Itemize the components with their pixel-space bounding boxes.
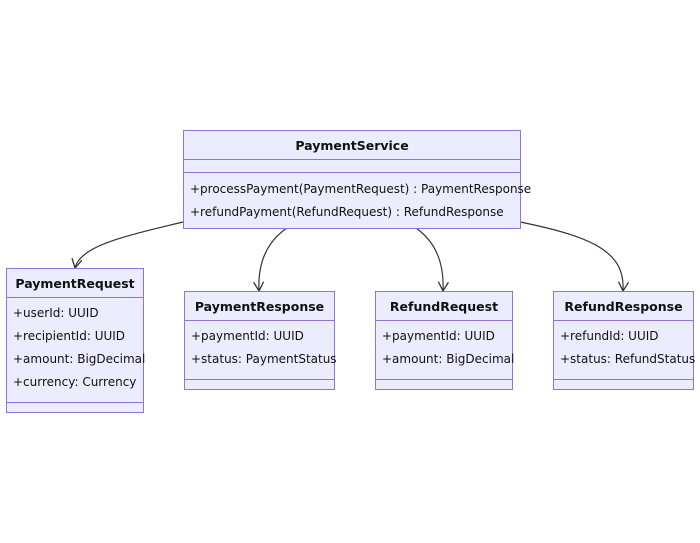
attribute: +status: PaymentStatus: [191, 352, 337, 366]
edge-to-refund-request: [415, 227, 449, 293]
methods-section: [185, 380, 334, 388]
class-name: RefundRequest: [376, 292, 512, 321]
class-refund-request: RefundRequest +paymentId: UUID +amount: …: [375, 291, 515, 390]
methods-section: +processPayment(PaymentRequest) : Paymen…: [184, 173, 532, 227]
edge-to-payment-request: [71, 221, 184, 270]
methods-section: [7, 403, 143, 411]
class-name: RefundResponse: [554, 292, 693, 321]
attributes-section: +userId: UUID +recipientId: UUID +amount…: [7, 298, 146, 403]
attribute: +recipientId: UUID: [13, 329, 126, 343]
attribute: +paymentId: UUID: [191, 329, 304, 343]
class-name: PaymentService: [184, 131, 520, 160]
attribute: +currency: Currency: [13, 375, 137, 389]
edge-to-refund-response: [519, 221, 630, 293]
attribute: +userId: UUID: [13, 306, 99, 320]
class-refund-response: RefundResponse +refundId: UUID +status: …: [553, 291, 696, 390]
attributes-section: [184, 160, 520, 173]
methods-section: [376, 380, 512, 388]
attribute: +amount: BigDecimal: [13, 352, 146, 366]
attributes-section: +paymentId: UUID +status: PaymentStatus: [185, 321, 337, 380]
class-name: PaymentRequest: [7, 269, 143, 298]
attribute: +amount: BigDecimal: [382, 352, 515, 366]
attribute: +refundId: UUID: [560, 329, 659, 343]
class-payment-response: PaymentResponse +paymentId: UUID +status…: [184, 291, 337, 390]
class-name: PaymentResponse: [185, 292, 334, 321]
attributes-section: +paymentId: UUID +amount: BigDecimal: [376, 321, 515, 380]
class-payment-service: PaymentService +processPayment(PaymentRe…: [183, 130, 532, 229]
methods-section: [554, 380, 693, 388]
edge-to-payment-response: [253, 227, 288, 293]
attribute: +status: RefundStatus: [560, 352, 696, 366]
attribute: +paymentId: UUID: [382, 329, 495, 343]
method: +refundPayment(RefundRequest) : RefundRe…: [190, 205, 504, 219]
attributes-section: +refundId: UUID +status: RefundStatus: [554, 321, 696, 380]
method: +processPayment(PaymentRequest) : Paymen…: [190, 182, 532, 196]
class-payment-request: PaymentRequest +userId: UUID +recipientI…: [6, 268, 146, 413]
